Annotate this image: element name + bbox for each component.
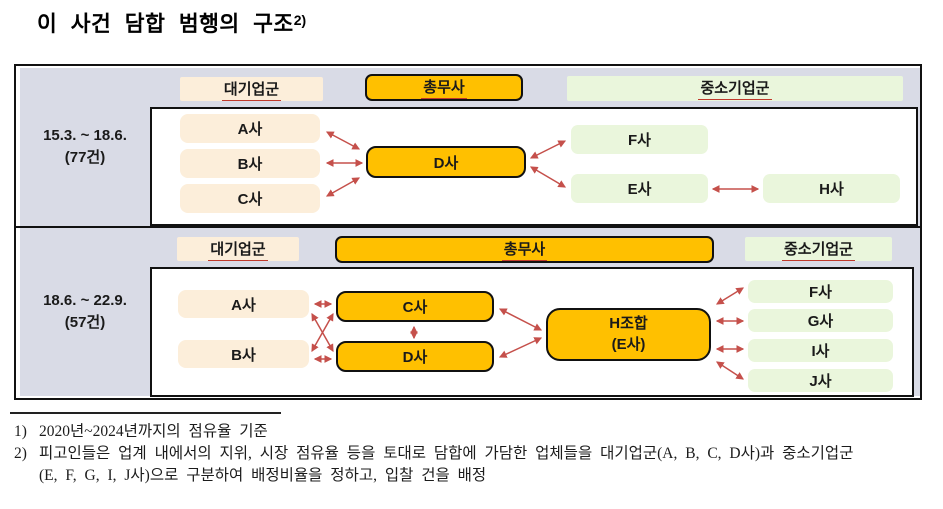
period-1-count: (77건) [64,149,106,166]
footnote-2-line1: 피고인들은 업계 내에서의 지위, 시장 점유율 등을 토대로 담합에 가담한 … [39,445,854,462]
header-large-companies-2-label: 대기업군 [208,238,268,261]
footnote-1: 1) 2020년~2024년까지의 점유율 기준 [14,421,929,443]
footnote-separator [10,412,281,414]
footnote-2-marker: 2) [14,445,27,462]
period-2-label: 18.6. ~ 22.9. (57건) [20,228,150,396]
header-small-companies-1-label: 중소기업군 [698,77,772,100]
p2-company-A: A사 [178,290,309,318]
title-footnote-ref: 2) [293,12,307,28]
header-small-companies-2: 중소기업군 [745,237,892,261]
footnote-2-line2: (E, F, G, I, J사)으로 구분하여 배정비율을 정하고, 입찰 건을… [39,467,487,484]
period-1-range: 15.3. ~ 18.6. [43,127,127,145]
header-admin-company-1: 총무사 [365,74,523,101]
header-small-companies-1: 중소기업군 [567,76,903,101]
footnote-1-line1: 2020년~2024년까지의 점유율 기준 [39,423,268,440]
period-1-label: 15.3. ~ 18.6. (77건) [20,68,150,226]
header-small-companies-2-label: 중소기업군 [781,238,855,261]
p1-company-F: F사 [571,125,708,154]
header-large-companies-1-label: 대기업군 [221,78,282,101]
p2-company-G: G사 [748,309,893,332]
p2-association-H: H조합 (E사) [546,308,711,361]
p1-company-H: H사 [763,174,900,203]
p1-company-A: A사 [180,114,320,143]
p2-company-J: J사 [748,369,893,392]
p2-company-I: I사 [748,339,893,362]
p1-company-B: B사 [180,149,320,178]
section-divider [14,226,922,228]
p1-admin-company-D: D사 [366,146,526,178]
header-admin-company-1-label: 총무사 [421,76,467,99]
period-2-range: 18.6. ~ 22.9. [43,292,127,310]
p2-association-name: H조합 [609,315,648,333]
p2-company-F: F사 [748,280,893,303]
header-admin-company-2: 총무사 [335,236,714,263]
header-large-companies-1: 대기업군 [180,77,323,101]
page-title: 이 사건 담합 범행의 구조2) [37,7,306,38]
header-admin-company-2-label: 총무사 [501,238,548,261]
p2-admin-company-D: D사 [336,341,494,372]
header-large-companies-2: 대기업군 [177,237,299,261]
p1-company-C: C사 [180,184,320,213]
footnote-2: 2) 피고인들은 업계 내에서의 지위, 시장 점유율 등을 토대로 담합에 가… [14,443,934,487]
footnote-1-marker: 1) [14,423,27,440]
p2-admin-company-C: C사 [336,291,494,322]
page-title-text: 이 사건 담합 범행의 구조 [37,12,294,36]
p2-company-B: B사 [178,340,309,368]
footnote-1-text: 2020년~2024년까지의 점유율 기준 [39,421,268,443]
p2-association-subname: (E사) [611,335,646,353]
period-2-count: (57건) [64,314,106,331]
p1-company-E: E사 [571,174,708,203]
footnote-2-text: 피고인들은 업계 내에서의 지위, 시장 점유율 등을 토대로 담합에 가담한 … [39,443,853,487]
